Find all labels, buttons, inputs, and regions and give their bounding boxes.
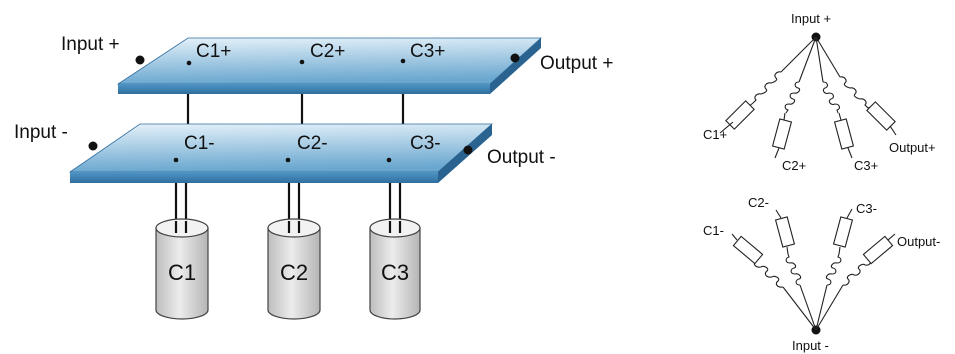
tap-label-c1-minus: C1- xyxy=(184,133,215,154)
tap-dot-c1-minus xyxy=(173,157,179,163)
branch-label: C3+ xyxy=(854,158,878,173)
capacitor-label: C1 xyxy=(168,260,196,285)
tap-dot-c2-minus xyxy=(285,157,291,163)
top-plate xyxy=(116,37,543,94)
top-plate-side xyxy=(490,38,541,94)
branch-c3-plus: C3+ xyxy=(815,36,878,173)
branch-c3-minus: C3- xyxy=(815,201,877,331)
tap-label-c3-minus: C3- xyxy=(410,133,441,154)
capacitor-body xyxy=(155,227,209,320)
input-minus-terminal xyxy=(88,141,98,151)
tap-dot-c3-minus xyxy=(386,157,392,163)
equivalent-network-positive: Input + C1+ C2+ C3+ xyxy=(703,11,936,173)
busbar-assembly: C1 C2 C3 Input + Output + C1+ C2+ xyxy=(14,34,613,320)
capacitor-label: C2 xyxy=(280,260,308,285)
tap-label-c2-minus: C2- xyxy=(297,133,328,154)
capacitor-label: C3 xyxy=(381,260,409,285)
tap-label-c3-plus: C3+ xyxy=(410,41,445,62)
capacitor-top xyxy=(155,218,209,238)
branch-label: C1- xyxy=(703,223,724,238)
tap-label-c2-plus: C2+ xyxy=(310,41,345,62)
resistor xyxy=(774,216,796,248)
resistor xyxy=(732,235,764,265)
branch-label: C2- xyxy=(748,195,769,210)
tap-label-c1-plus: C1+ xyxy=(196,41,231,62)
branch-label: C2+ xyxy=(782,158,806,173)
top-plate-front xyxy=(118,84,490,94)
top-plate-terminals: Input + Output + C1+ C2+ C3+ xyxy=(61,34,613,74)
bottom-plate-terminals: Input - Output - C1- C2- C3- xyxy=(14,122,556,168)
branch-c1-plus: C1+ xyxy=(703,36,817,142)
output-minus-label: Output - xyxy=(487,147,556,168)
network-input-plus-label: Input + xyxy=(791,11,831,26)
output-plus-terminal xyxy=(510,53,520,63)
branch-label: Output- xyxy=(897,234,940,249)
resistor xyxy=(771,118,793,150)
network-input-minus-label: Input - xyxy=(792,338,829,353)
capacitor-top xyxy=(369,218,421,238)
capacitor-body xyxy=(267,227,321,320)
resistor xyxy=(832,216,854,248)
capacitor-c1: C1 xyxy=(155,218,209,320)
capacitor-c3: C3 xyxy=(369,218,421,320)
capacitor-top xyxy=(267,218,321,238)
branch-c1-minus: C1- xyxy=(703,223,817,331)
output-plus-label: Output + xyxy=(540,53,613,74)
equivalent-network-negative: Input - C1- C2- C3- xyxy=(703,195,940,353)
input-plus-terminal xyxy=(135,55,145,65)
branch-label: C3- xyxy=(856,201,877,216)
plate-interconnects xyxy=(186,94,405,124)
capacitor-body xyxy=(369,227,421,320)
capacitor-c2: C2 xyxy=(267,218,321,320)
branch-c2-plus: C2+ xyxy=(771,36,817,173)
resistor xyxy=(862,235,894,265)
branch-c2-minus: C2- xyxy=(748,195,817,331)
tap-dot-c2-plus xyxy=(299,59,305,65)
resistor xyxy=(866,101,896,131)
input-minus-label: Input - xyxy=(14,122,68,143)
tap-dot-c1-plus xyxy=(186,60,192,66)
branch-output-plus: Output+ xyxy=(815,36,936,155)
branch-output-minus: Output- xyxy=(815,233,940,331)
output-minus-terminal xyxy=(463,145,473,155)
input-plus-label: Input + xyxy=(61,34,120,55)
branch-label: C1+ xyxy=(703,127,727,142)
tap-dot-c3-plus xyxy=(400,58,406,64)
branch-label: Output+ xyxy=(889,140,936,155)
bottom-plate-side xyxy=(438,124,492,183)
resistor xyxy=(833,118,855,150)
bottom-plate-front xyxy=(70,172,438,183)
